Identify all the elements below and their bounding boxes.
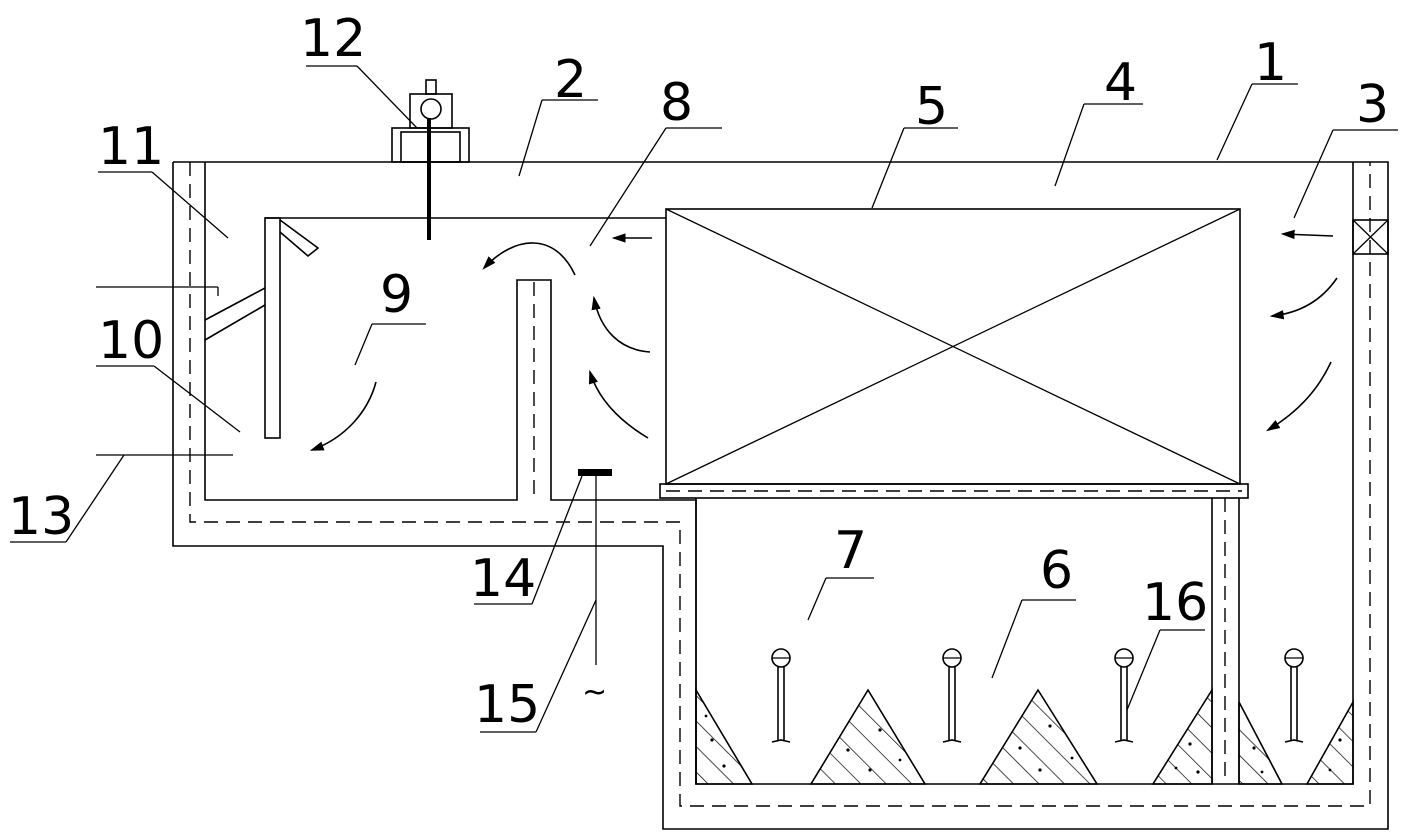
label-1: 1 — [1254, 33, 1287, 93]
label-2: 2 — [554, 50, 587, 110]
heater-element: ~ — [578, 469, 612, 710]
label-8: 8 — [660, 73, 693, 133]
label-10: 10 — [98, 311, 164, 371]
pile-4 — [1151, 687, 1213, 785]
label-14: 14 — [470, 549, 536, 609]
leader-lines — [10, 65, 1398, 733]
top-deflector — [279, 219, 320, 258]
callout-labels: 1 2 3 4 5 6 7 8 9 10 11 12 13 14 15 16 — [8, 9, 1389, 735]
ac-source-symbol: ~ — [582, 675, 607, 710]
inner-wall — [204, 162, 1354, 785]
sensor-eye — [420, 98, 442, 120]
flow-arrows — [309, 229, 1338, 451]
valve — [1352, 219, 1389, 255]
pile-6 — [1305, 698, 1354, 785]
label-15: 15 — [474, 675, 540, 735]
nozzles — [771, 648, 1304, 743]
arrow-down-left — [309, 381, 377, 451]
nozzle-2 — [942, 648, 962, 743]
top-sensor — [391, 79, 470, 240]
label-9: 9 — [380, 265, 413, 325]
label-13: 13 — [8, 487, 74, 547]
sensor-cap — [425, 79, 437, 95]
baffle-plate — [264, 217, 281, 439]
arrow-right-2 — [1265, 361, 1332, 432]
material-piles — [695, 687, 1354, 785]
nozzle-1 — [771, 648, 791, 743]
exchanger-diag-2 — [665, 208, 1241, 485]
arrow-3 — [1280, 229, 1334, 240]
label-5: 5 — [915, 77, 948, 137]
arrow-top-curve — [482, 242, 576, 276]
outer-wall — [172, 161, 1389, 830]
label-6: 6 — [1040, 541, 1073, 601]
upper-chamber — [204, 217, 666, 439]
label-4: 4 — [1104, 53, 1137, 113]
nozzle-4 — [1284, 648, 1304, 743]
pile-1 — [695, 687, 754, 785]
label-3: 3 — [1356, 75, 1389, 135]
inclined-pipe-upper — [204, 287, 266, 321]
nozzle-3 — [1114, 648, 1134, 743]
inclined-pipe-lower — [204, 304, 266, 341]
label-12: 12 — [300, 9, 366, 69]
support-plate — [659, 483, 1249, 499]
arrow-right-1 — [1269, 277, 1338, 320]
insulation-layer — [189, 162, 1371, 807]
pile-3 — [978, 688, 1099, 785]
heater-bar — [578, 469, 612, 476]
pile-speckles — [704, 714, 1342, 774]
pile-2 — [809, 688, 927, 785]
label-7: 7 — [834, 521, 867, 581]
heat-exchanger — [659, 208, 1249, 499]
label-16: 16 — [1142, 573, 1208, 633]
valve-body — [1352, 219, 1389, 255]
label-11: 11 — [98, 117, 164, 177]
arrow-up-1 — [591, 295, 651, 353]
pile-5 — [1238, 701, 1284, 785]
arrow-up-2 — [588, 369, 649, 439]
